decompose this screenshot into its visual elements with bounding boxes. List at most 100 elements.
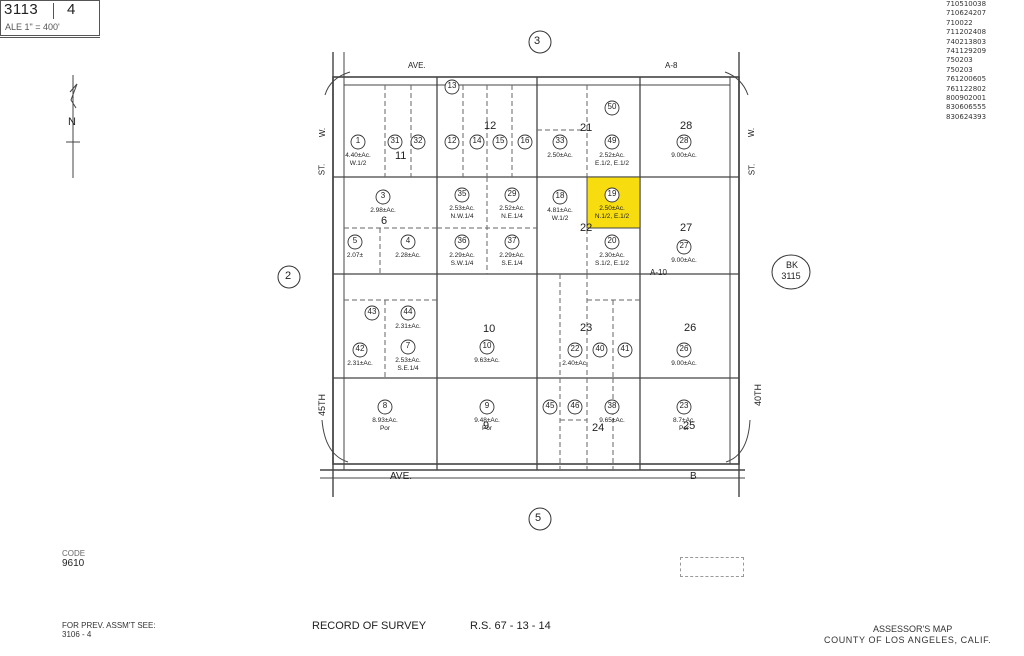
parcel-circle[interactable] [352, 342, 368, 358]
block-number: 22 [580, 222, 593, 234]
parcel-number[interactable]: 23 [679, 401, 689, 410]
parcel-circle[interactable] [592, 342, 608, 358]
parcel-number[interactable]: 15 [495, 136, 505, 145]
parcel-circle[interactable] [552, 189, 568, 205]
street-40th: 40TH [753, 383, 764, 407]
parcel-number[interactable]: 45 [545, 401, 555, 410]
parcel-number[interactable]: 40 [595, 344, 605, 353]
parcel-circle[interactable] [454, 187, 470, 203]
parcel-number[interactable]: 28 [679, 136, 689, 145]
parcel-number[interactable]: 8 [382, 401, 388, 410]
parcel-area: 2.98±Ac. [370, 207, 396, 214]
parcel-area: 2.53±Ac. [449, 205, 475, 212]
parcel-number[interactable]: 5 [352, 236, 358, 245]
parcel-number[interactable]: 49 [607, 136, 617, 145]
parcel-circle[interactable] [676, 239, 692, 255]
parcel-circle[interactable] [617, 342, 633, 358]
parcel-number[interactable]: 43 [367, 307, 377, 316]
parcel-area: 9.00±Ac. [671, 360, 697, 367]
parcel-number[interactable]: 12 [447, 136, 457, 145]
parcel-number[interactable]: 32 [413, 136, 423, 145]
parcel-circle[interactable] [604, 100, 620, 116]
parcel-circle[interactable] [517, 134, 533, 150]
parcel-number[interactable]: 26 [679, 344, 689, 353]
parcel-circle[interactable] [676, 342, 692, 358]
parcel-circle[interactable] [454, 234, 470, 250]
parcel-circle[interactable] [604, 134, 620, 150]
parcel-circle[interactable] [350, 134, 366, 150]
block-number: 24 [592, 422, 605, 434]
parcel-circle[interactable] [479, 339, 495, 355]
parcel-number[interactable]: 37 [507, 236, 517, 245]
parcel-circle[interactable] [604, 399, 620, 415]
parcel-number[interactable]: 1 [355, 136, 361, 145]
parcel-circle[interactable] [347, 234, 363, 250]
parcel-number[interactable]: 36 [457, 236, 467, 245]
parcel-number[interactable]: 20 [607, 236, 617, 245]
parcel-circle[interactable] [410, 134, 426, 150]
parcel-area: 2.50±Ac. [547, 152, 573, 159]
parcel-number-entry: 800902001 [946, 94, 987, 103]
parcel-number[interactable]: 38 [607, 401, 617, 410]
parcel-number[interactable]: 16 [520, 136, 530, 145]
parcel-circle[interactable] [504, 234, 520, 250]
block-number: 21 [580, 122, 593, 134]
parcel-number[interactable]: 42 [355, 344, 365, 353]
parcel-circle[interactable] [676, 134, 692, 150]
parcel-circle[interactable] [400, 339, 416, 355]
parcel-number[interactable]: 44 [403, 307, 413, 316]
highlighted-parcel-19 [586, 176, 641, 229]
adjacent-circle-top [528, 30, 552, 54]
parcel-circle[interactable] [492, 134, 508, 150]
street-b: B [690, 471, 697, 482]
parcel-description: W.1/2 [349, 160, 367, 167]
block-number: 6 [381, 215, 388, 227]
parcel-circle[interactable] [400, 305, 416, 321]
parcel-number[interactable]: 29 [507, 189, 517, 198]
parcel-number-entry: 741129209 [946, 47, 987, 56]
parcel-circle[interactable] [479, 399, 495, 415]
parcel-description: Por [379, 425, 391, 432]
parcel-circle[interactable] [567, 342, 583, 358]
parcel-circle[interactable] [469, 134, 485, 150]
parcel-number[interactable]: 50 [607, 102, 617, 111]
parcel-number[interactable]: 10 [482, 341, 492, 350]
parcel-number[interactable]: 4 [405, 236, 411, 245]
circle-label-left: 2 [285, 270, 292, 282]
parcel-area: 2.50±Ac. [599, 205, 625, 212]
block-number: 26 [684, 322, 697, 334]
parcel-number[interactable]: 27 [679, 241, 689, 250]
parcel-area: 2.28±Ac. [395, 252, 421, 259]
parcel-circle[interactable] [375, 189, 391, 205]
parcel-circle[interactable] [444, 79, 460, 95]
parcel-number[interactable]: 9 [484, 401, 490, 410]
parcel-circle[interactable] [604, 234, 620, 250]
parcel-circle[interactable] [364, 305, 380, 321]
parcel-circle[interactable] [604, 187, 620, 203]
parcel-number[interactable]: 31 [390, 136, 400, 145]
parcel-area: 2.40±Ac. [562, 360, 588, 367]
parcel-circle[interactable] [676, 399, 692, 415]
parcel-number[interactable]: 3 [380, 191, 386, 200]
parcel-number[interactable]: 14 [472, 136, 482, 145]
parcel-number[interactable]: 18 [555, 191, 565, 200]
parcel-number[interactable]: 19 [607, 189, 617, 198]
parcel-description: Por [481, 425, 493, 432]
parcel-circle[interactable] [387, 134, 403, 150]
parcel-circle[interactable] [444, 134, 460, 150]
parcel-number[interactable]: 22 [570, 344, 580, 353]
parcel-number[interactable]: 7 [405, 341, 411, 350]
parcel-number[interactable]: 46 [570, 401, 580, 410]
parcel-number[interactable]: 33 [555, 136, 565, 145]
parcel-circle[interactable] [400, 234, 416, 250]
parcel-number[interactable]: 41 [620, 344, 630, 353]
parcel-circle[interactable] [567, 399, 583, 415]
parcel-circle[interactable] [377, 399, 393, 415]
parcel-number[interactable]: 13 [447, 81, 457, 90]
parcel-circle[interactable] [504, 187, 520, 203]
parcel-number[interactable]: 35 [457, 189, 467, 198]
parcel-circle[interactable] [542, 399, 558, 415]
parcel-circle[interactable] [552, 134, 568, 150]
